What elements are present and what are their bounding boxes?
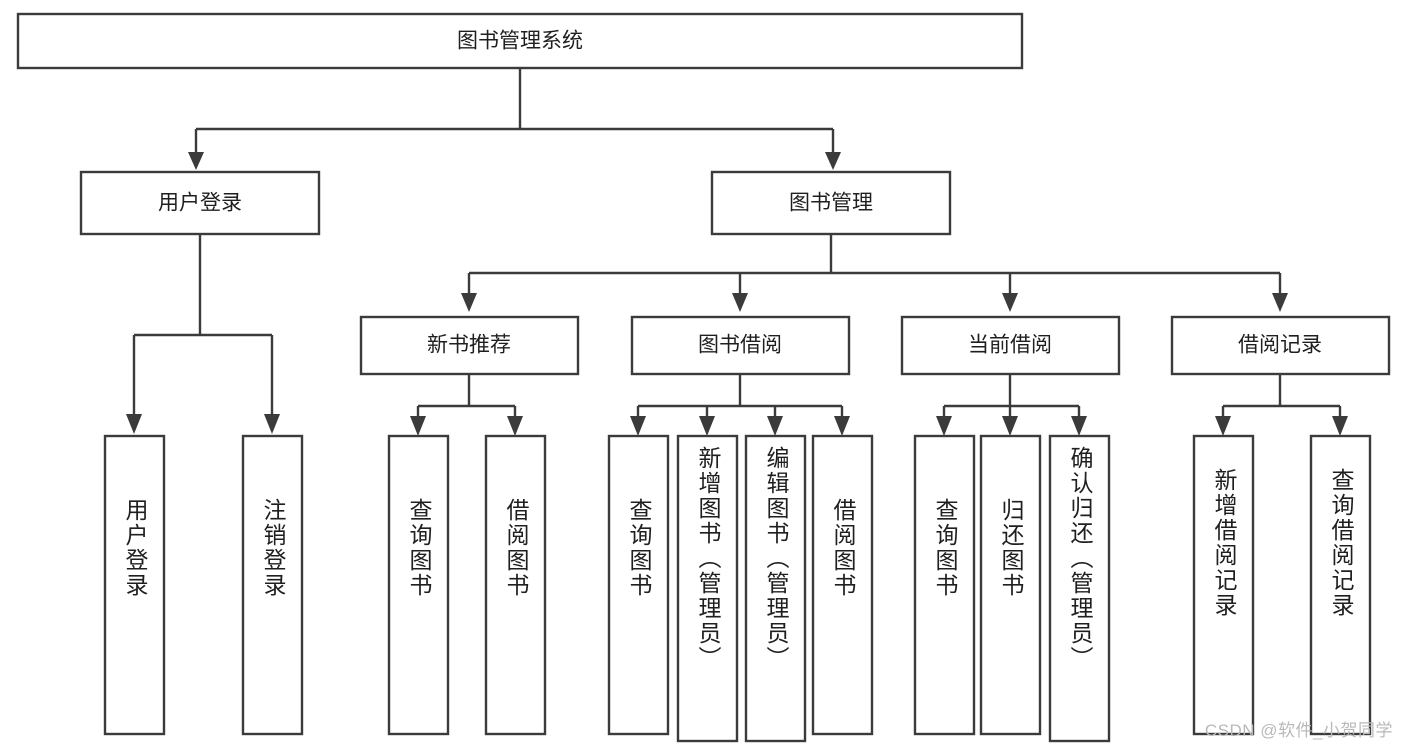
connector-book-management-to-level3: [461, 234, 1288, 312]
node-borrow-record-label: 借阅记录: [1238, 334, 1322, 357]
leaf-box-query-book-recommend[interactable]: [387, 434, 450, 736]
node-root-box[interactable]: [16, 12, 1024, 70]
arrow-head-icon: [188, 152, 204, 170]
arrow-head-icon: [1071, 416, 1087, 436]
node-user-login[interactable]: 用户登录: [79, 170, 321, 236]
arrow-head-icon: [126, 414, 142, 434]
arrow-head-icon: [767, 416, 783, 436]
leaf-box-query-book-borrow[interactable]: [607, 434, 670, 736]
leaf-box-borrow-book-recommend[interactable]: [484, 434, 547, 736]
connector-root-to-level2: [188, 68, 841, 170]
node-borrow-record[interactable]: 借阅记录: [1170, 315, 1391, 376]
node-current-borrow-label: 当前借阅: [968, 334, 1052, 357]
leaf-box-logout[interactable]: [241, 434, 304, 736]
connector-new-book-recommend-to-leaves: [410, 374, 523, 436]
leaf-box-borrow-book[interactable]: [811, 434, 874, 736]
node-root-label: 图书管理系统: [457, 30, 583, 53]
connector-current-borrow-to-leaves: [936, 374, 1087, 436]
node-new-book-recommend[interactable]: 新书推荐: [359, 315, 580, 376]
arrow-head-icon: [834, 416, 850, 436]
leaf-box-user-login[interactable]: [103, 434, 166, 736]
node-current-borrow[interactable]: 当前借阅: [900, 315, 1121, 376]
node-user-login-box[interactable]: [79, 170, 321, 236]
arrow-head-icon: [1002, 293, 1018, 312]
leaf-box-query-book-current[interactable]: [913, 434, 976, 736]
arrow-head-icon: [461, 293, 477, 312]
arrow-head-icon: [630, 416, 646, 436]
node-user-login-label: 用户登录: [158, 192, 242, 215]
node-current-borrow-box[interactable]: [900, 315, 1121, 376]
leaf-box-confirm-return-admin[interactable]: [1048, 434, 1111, 743]
leaf-box-edit-book-admin[interactable]: [744, 434, 807, 743]
node-root[interactable]: 图书管理系统: [16, 12, 1024, 70]
arrow-head-icon: [732, 293, 748, 312]
leaf-box-query-borrow-record[interactable]: [1309, 434, 1372, 736]
connector-book-borrow-to-leaves: [630, 374, 850, 436]
arrow-head-icon: [1002, 416, 1018, 436]
arrow-head-icon: [936, 416, 952, 436]
arrow-head-icon: [1215, 416, 1231, 436]
arrow-head-icon: [507, 416, 523, 436]
arrow-head-icon: [699, 416, 715, 436]
node-book-borrow-label: 图书借阅: [698, 334, 782, 357]
arrow-head-icon: [1332, 416, 1348, 436]
connector-borrow-record-to-leaves: [1215, 374, 1348, 436]
leaf-box-return-book[interactable]: [979, 434, 1042, 736]
node-new-book-recommend-box[interactable]: [359, 315, 580, 376]
arrow-head-icon: [825, 152, 841, 170]
node-book-borrow[interactable]: 图书借阅: [630, 315, 851, 376]
connector-user-login-to-leaves: [126, 234, 280, 434]
leaf-box-add-book-admin[interactable]: [676, 434, 739, 743]
arrow-head-icon: [264, 414, 280, 434]
leaf-box-add-borrow-record[interactable]: [1192, 434, 1255, 736]
node-book-management-label: 图书管理: [789, 192, 873, 215]
arrow-head-icon: [1272, 293, 1288, 312]
arrow-head-icon: [410, 416, 426, 436]
node-book-management[interactable]: 图书管理: [710, 170, 952, 236]
node-new-book-recommend-label: 新书推荐: [427, 334, 511, 357]
